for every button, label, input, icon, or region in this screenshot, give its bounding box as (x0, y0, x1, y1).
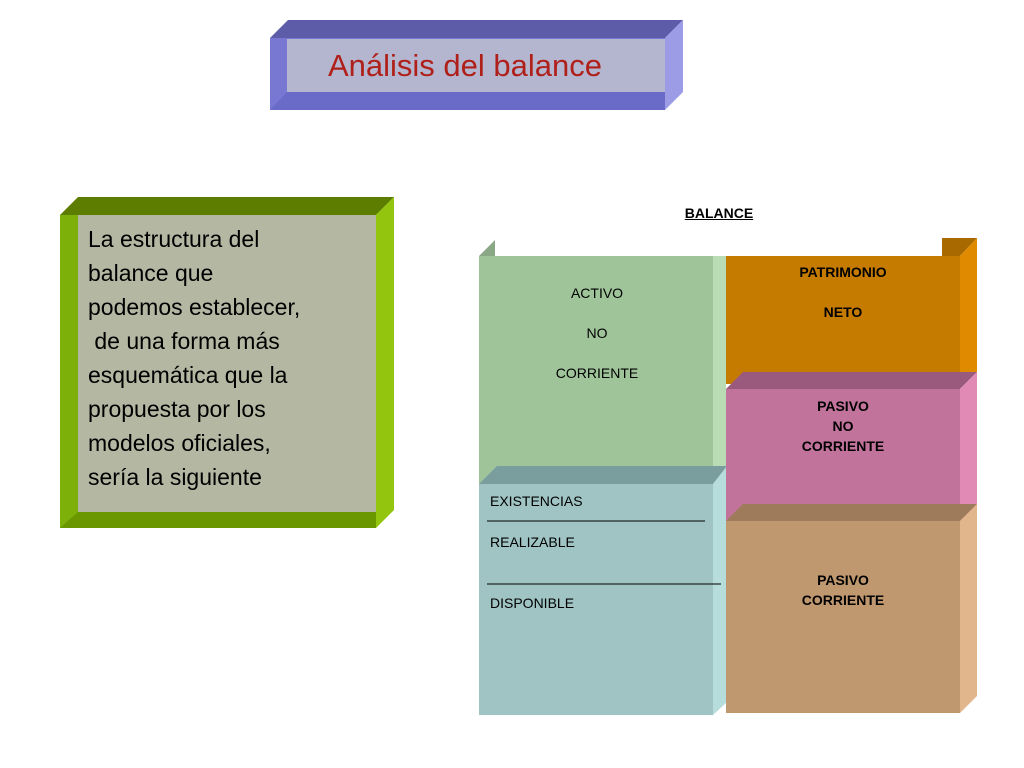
pnc-line-1: PASIVO (817, 398, 869, 414)
pc-line-2: CORRIENTE (801, 592, 885, 608)
pc-line-1: PASIVO (817, 572, 869, 588)
activo-line-1: ACTIVO (570, 285, 624, 301)
realizable-label: REALIZABLE (490, 534, 575, 550)
pasivo-corriente-label: PASIVO CORRIENTE (728, 570, 958, 610)
patrimonio-neto-block (726, 238, 977, 384)
patrimonio-line-1: PATRIMONIO (799, 264, 887, 280)
title-box (270, 20, 683, 110)
pasivo-corriente-block (726, 504, 977, 713)
pasivo-no-corriente-block (726, 372, 977, 521)
intro-box (60, 197, 394, 528)
intro-text: La estructura del balance que podemos es… (88, 226, 301, 490)
pasivo-no-corriente-label: PASIVO NO CORRIENTE (728, 396, 958, 456)
activo-line-2: NO (586, 325, 608, 341)
activo-corriente-block (479, 466, 727, 715)
patrimonio-line-2: NETO (823, 304, 863, 320)
patrimonio-neto-label: PATRIMONIO NETO (728, 262, 958, 342)
existencias-label: EXISTENCIAS (490, 493, 583, 509)
page-title: Análisis del balance (327, 48, 602, 83)
activo-no-corriente-label: ACTIVO NO CORRIENTE (482, 283, 712, 403)
pnc-line-2: NO (832, 418, 854, 434)
activo-no-corriente-block (479, 256, 726, 484)
pnc-line-3: CORRIENTE (801, 438, 885, 454)
balance-label: BALANCE (684, 205, 754, 221)
disponible-label: DISPONIBLE (490, 595, 575, 611)
balance-frame (479, 238, 977, 256)
activo-line-3: CORRIENTE (555, 365, 639, 381)
